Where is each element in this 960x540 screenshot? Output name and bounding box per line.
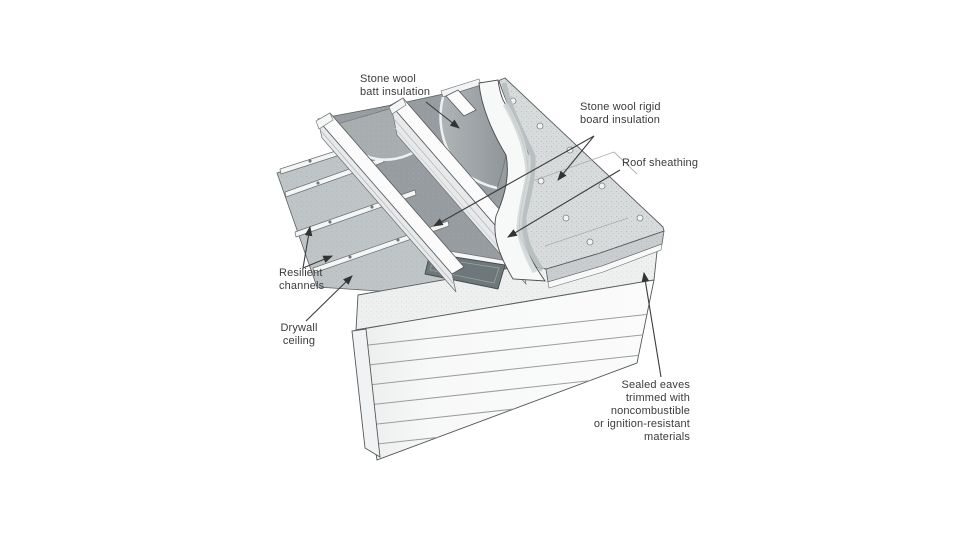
roof-slab-edge bbox=[545, 230, 665, 289]
leader-batt-insulation bbox=[425, 101, 460, 129]
leader-resilient-a bbox=[302, 225, 313, 269]
label-stone-wool-rigid-board-insulation: Stone wool rigid board insulation bbox=[580, 101, 661, 126]
rafter bbox=[315, 112, 465, 293]
label-resilient-channels: Resilient channels bbox=[279, 267, 325, 292]
label-drywall-ceiling: Drywall ceiling bbox=[280, 322, 318, 347]
label-stone-wool-batt-insulation: Stone wool batt insulation bbox=[360, 73, 431, 98]
leader-roof-sheathing bbox=[507, 169, 621, 238]
leader-rigid-board-b bbox=[433, 135, 595, 227]
label-sealed-eaves: Sealed eaves trimmed with noncombustible… bbox=[593, 379, 690, 443]
corner-board bbox=[351, 328, 381, 458]
roof-deck-plane bbox=[498, 77, 665, 270]
leader-resilient-b bbox=[302, 255, 334, 269]
leader-drywall-ceiling bbox=[305, 275, 353, 322]
leader-lines bbox=[302, 101, 662, 378]
rafter bbox=[445, 89, 477, 117]
leader-sealed-eaves bbox=[641, 271, 662, 378]
cutaway-curve-band bbox=[478, 79, 546, 282]
eave-trim-strip bbox=[547, 243, 663, 289]
leader-rigid-board-a bbox=[557, 135, 595, 181]
label-roof-sheathing: Roof sheathing bbox=[622, 157, 699, 169]
